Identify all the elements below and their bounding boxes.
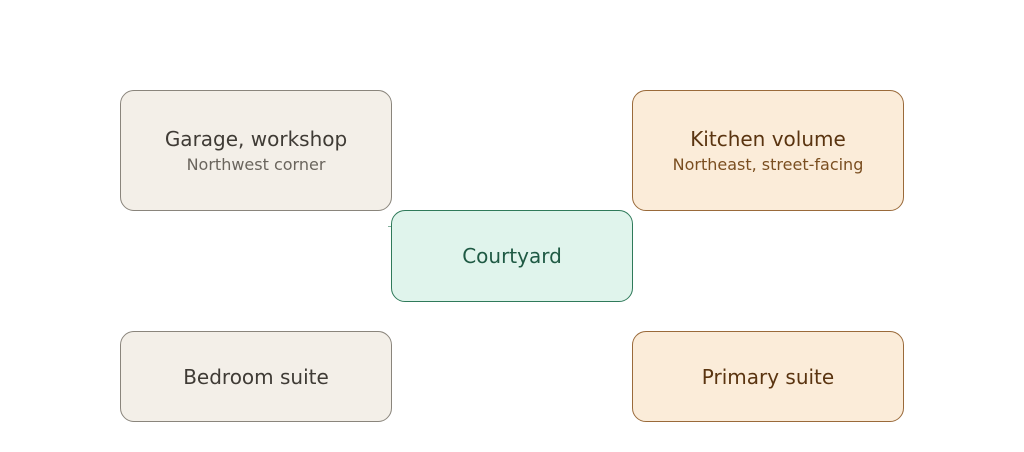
node-garage-subtitle: Northwest corner [186, 154, 326, 174]
node-kitchen-subtitle: Northeast, street-facing [672, 154, 864, 174]
node-primary-title: Primary suite [701, 364, 835, 389]
node-courtyard[interactable]: Courtyard [391, 210, 633, 302]
node-garage-workshop[interactable]: Garage, workshop Northwest corner [120, 90, 392, 211]
node-bedroom-suite[interactable]: Bedroom suite [120, 331, 392, 422]
node-primary-suite[interactable]: Primary suite [632, 331, 904, 422]
node-bedroom-title: Bedroom suite [183, 364, 329, 389]
node-courtyard-title: Courtyard [462, 244, 562, 268]
node-garage-title: Garage, workshop [164, 126, 348, 151]
node-kitchen-volume[interactable]: Kitchen volume Northeast, street-facing [632, 90, 904, 211]
node-kitchen-title: Kitchen volume [690, 126, 846, 151]
connector-tick [388, 226, 392, 227]
